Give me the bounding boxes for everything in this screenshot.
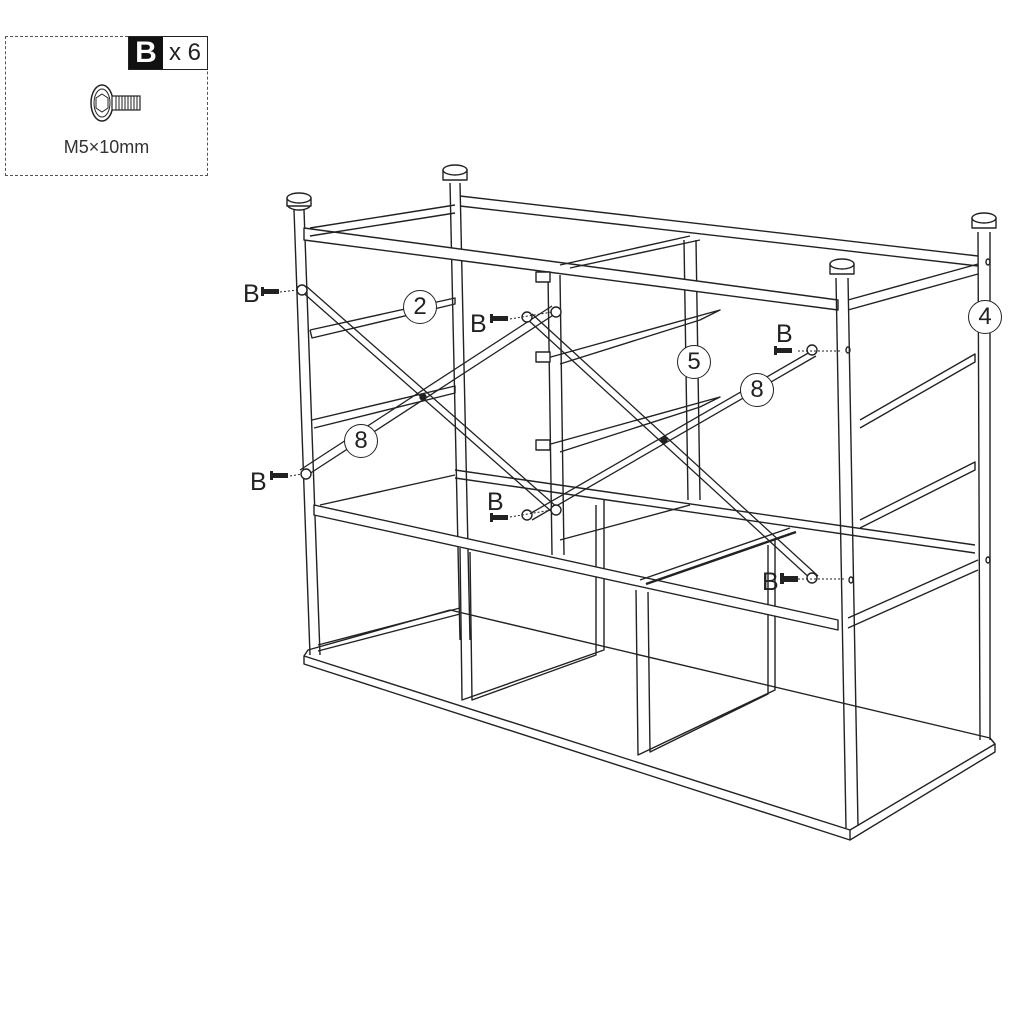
post-front-right [829, 258, 991, 829]
hardware-legend: B x 6 M5×10mm [5, 36, 208, 176]
screw-label-b: B [487, 488, 504, 516]
post-back-right [971, 212, 997, 741]
screw-icon [90, 84, 141, 122]
part-callout-8-left: 8 [344, 424, 378, 458]
part-callout-5: 5 [677, 345, 711, 379]
part-callout-4: 4 [968, 300, 1002, 334]
top-frame [303, 195, 979, 311]
hardware-quantity: x 6 [168, 39, 201, 66]
part-callout-8-right: 8 [740, 373, 774, 407]
post-back-left [442, 164, 471, 641]
brace-joints [296, 284, 818, 584]
screw-label-b: B [776, 320, 793, 348]
screw-label-b: B [250, 468, 267, 496]
middle-shelves [535, 271, 721, 453]
screw-label-b: B [470, 310, 487, 338]
screw-label-b: B [243, 280, 260, 308]
post-front-left [286, 192, 321, 656]
hardware-letter: B [128, 37, 163, 69]
part-callout-2: 2 [403, 290, 437, 324]
screw-label-b: B [762, 568, 779, 596]
left-shelves [309, 297, 976, 529]
middle-frame [313, 469, 979, 631]
cross-braces [299, 285, 819, 581]
screws [261, 287, 798, 584]
hardware-badge: B x 6 [127, 36, 208, 70]
hardware-size: M5×10mm [63, 137, 150, 157]
